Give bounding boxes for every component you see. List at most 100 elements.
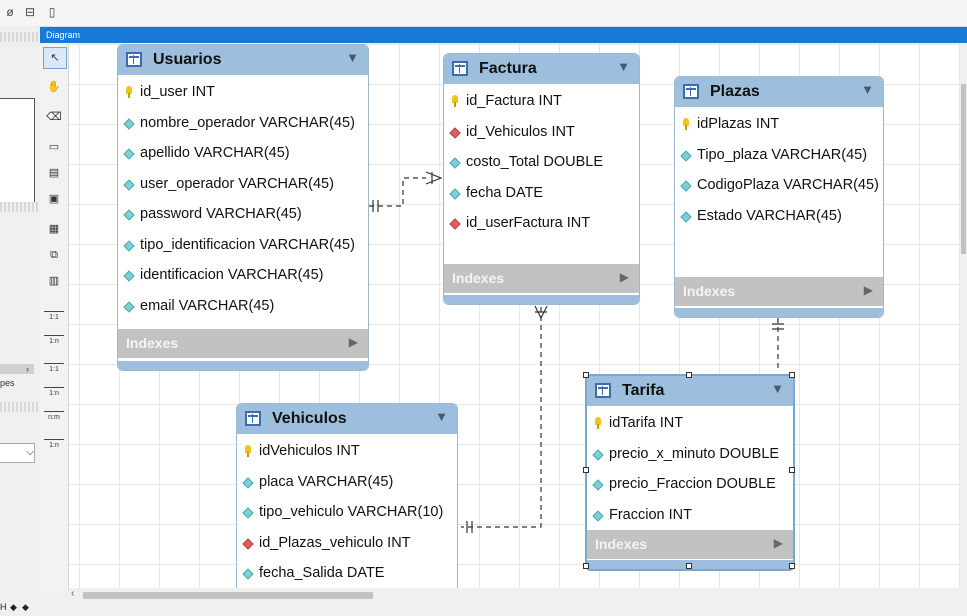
hand-tool-icon[interactable]: ✋ [47,81,61,93]
scrollbar-thumb[interactable] [83,592,373,599]
column-text: user_operador VARCHAR(45) [140,175,334,192]
column-row[interactable]: Fraccion INT [587,500,793,531]
column-row[interactable]: id_user INT [118,77,368,108]
table-tarifa[interactable]: Tarifa ▼ idTarifa INT precio_x_minuto DO… [585,374,795,571]
column-row[interactable]: user_operador VARCHAR(45) [118,169,368,200]
column-icon [123,148,135,160]
prev-icon[interactable]: ◆ [10,602,17,612]
collapse-arrow-icon[interactable]: ▼ [435,409,448,424]
indexes-section[interactable]: Indexes ▶ [675,277,883,306]
column-text: fecha_Salida DATE [259,565,385,581]
scrollbar-thumb[interactable] [961,84,966,254]
panel-tab-label[interactable]: pes [0,378,15,388]
table-plazas[interactable]: Plazas ▼ idPlazas INT Tipo_plaza VARCHAR… [674,76,884,318]
relationship-1-1-id-tool[interactable]: 1:1 [42,358,66,376]
resize-handle[interactable] [583,563,589,569]
column-row[interactable]: fecha DATE [444,178,639,209]
pointer-tool-icon[interactable]: ↖ [43,47,67,69]
collapse-arrow-icon[interactable]: ▼ [617,59,630,74]
collapse-arrow-icon[interactable]: ▼ [346,50,359,65]
collapse-arrow-icon[interactable]: ▼ [771,381,784,396]
relationship-1-n-tool[interactable]: 1:n [42,330,66,348]
expand-arrow-icon[interactable]: ▶ [773,536,783,550]
column-icon [592,448,604,461]
table-header[interactable]: Usuarios ▼ [118,45,368,75]
column-row[interactable]: Estado VARCHAR(45) [675,201,883,232]
column-row[interactable]: apellido VARCHAR(45) [118,138,368,169]
column-row[interactable]: precio_x_minuto DOUBLE [587,439,793,470]
table-factura[interactable]: Factura ▼ id_Factura INT id_Vehiculos IN… [443,53,640,305]
relationship-n-m-tool[interactable]: n:m [42,406,66,424]
indexes-section[interactable]: Indexes ▶ [587,530,793,559]
document-icon[interactable]: ▯ [48,5,56,19]
indexes-section[interactable]: Indexes ▶ [444,264,639,293]
eraser-tool-icon[interactable]: ⌫ [46,111,62,123]
resize-handle[interactable] [686,563,692,569]
column-row[interactable]: precio_Fraccion DOUBLE [587,469,793,500]
diagram-canvas[interactable]: Usuarios ▼ id_user INT nombre_operador V… [69,44,960,588]
view-tool-icon[interactable]: ⧉ [50,249,58,261]
expand-arrow-icon[interactable]: ▶ [619,270,629,284]
column-row[interactable]: fecha_Salida DATE [237,558,457,588]
resize-handle[interactable] [789,563,795,569]
column-row[interactable]: id_Factura INT [444,86,639,117]
column-row[interactable]: id_Vehiculos INT [444,117,639,148]
column-row[interactable]: id_Plazas_vehiculo INT [237,528,457,559]
image-tool-icon[interactable]: ▣ [48,193,60,205]
resize-handle[interactable] [686,372,692,378]
column-row[interactable]: email VARCHAR(45) [118,291,368,322]
resize-handle[interactable] [789,372,795,378]
navigator-preview[interactable] [0,98,35,210]
table-header[interactable]: Plazas ▼ [675,77,883,107]
panel-dropdown[interactable]: ⌵ [0,443,35,463]
table-tool-icon[interactable]: ▦ [48,223,60,235]
expand-arrow-icon[interactable]: ▶ [863,283,873,297]
table-header[interactable]: Factura ▼ [444,54,639,84]
collapse-arrow-icon[interactable]: ▼ [861,82,874,97]
layer-tool-icon[interactable]: ▭ [48,141,60,153]
table-vehiculos[interactable]: Vehiculos ▼ idVehiculos INT placa VARCHA… [236,403,458,588]
column-row[interactable]: tipo_vehiculo VARCHAR(10) [237,497,457,528]
resize-handle[interactable] [583,372,589,378]
relationship-label: 1:n [49,442,59,449]
expand-arrow-icon[interactable]: ▶ [348,335,358,349]
horizontal-scrollbar[interactable]: ‹ [69,588,960,602]
chevron-right-icon[interactable]: › [26,364,29,374]
column-row[interactable]: tipo_identificacion VARCHAR(45) [118,230,368,261]
table-header[interactable]: Vehiculos ▼ [237,404,457,434]
relationship-1-1-tool[interactable]: 1:1 [42,306,66,324]
column-row[interactable]: id_userFactura INT [444,208,639,239]
column-row[interactable]: identificacion VARCHAR(45) [118,260,368,291]
column-row[interactable]: idTarifa INT [587,408,793,439]
column-row[interactable]: CodigoPlaza VARCHAR(45) [675,170,883,201]
table-usuarios[interactable]: Usuarios ▼ id_user INT nombre_operador V… [117,44,369,371]
relationship-existing-tool[interactable]: 1:n [42,434,66,452]
column-row[interactable]: idVehiculos INT [237,436,457,467]
status-text: H [0,602,7,612]
indexes-section[interactable]: Indexes ▶ [118,329,368,358]
column-row[interactable]: nombre_operador VARCHAR(45) [118,108,368,139]
routine-group-tool-icon[interactable]: ▥ [48,275,60,287]
column-row[interactable]: placa VARCHAR(45) [237,467,457,498]
resize-handle[interactable] [583,467,589,473]
chevron-left-icon[interactable]: ‹ [71,588,75,599]
tab-diagram[interactable]: Diagram [40,27,967,43]
column-row[interactable]: Tipo_plaza VARCHAR(45) [675,140,883,171]
column-row[interactable]: idPlazas INT [675,109,883,140]
window-icon[interactable]: ⊟ [24,5,36,19]
next-icon[interactable]: ◆ [22,602,29,612]
column-row[interactable]: costo_Total DOUBLE [444,147,639,178]
table-header[interactable]: Tarifa ▼ [587,376,793,406]
resize-handle[interactable] [789,467,795,473]
vertical-scrollbar[interactable] [960,44,967,588]
column-text: identificacion VARCHAR(45) [140,267,324,283]
edit-icon[interactable]: ø [6,5,14,19]
foreign-key-icon [449,126,461,139]
panel-tab-bar[interactable] [0,364,34,374]
note-tool-icon[interactable]: ▤ [48,167,60,179]
column-row[interactable]: password VARCHAR(45) [118,199,368,230]
column-icon [449,187,461,200]
relationship-1-n-id-tool[interactable]: 1:n [42,382,66,400]
column-text: CodigoPlaza VARCHAR(45) [697,177,879,193]
indexes-label: Indexes [126,335,179,351]
